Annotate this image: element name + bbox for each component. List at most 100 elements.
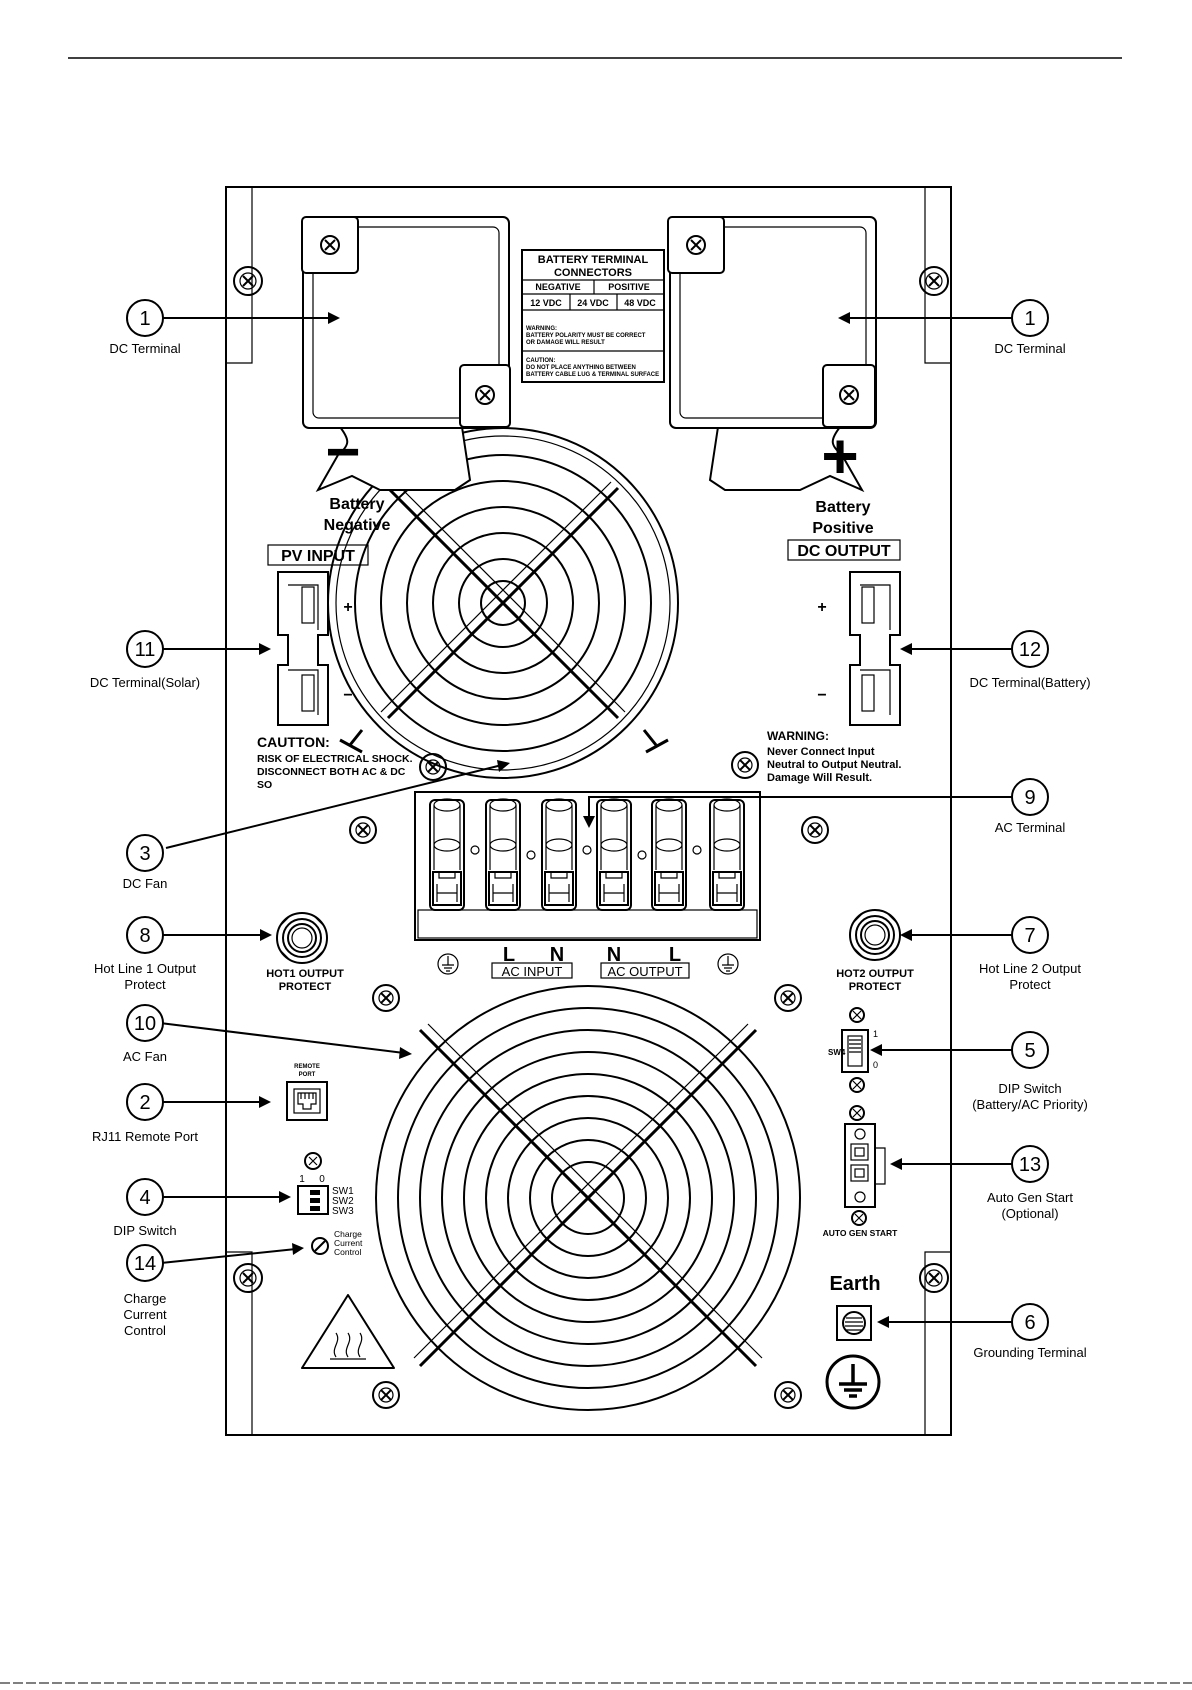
battery-label-warning-1: WARNING: [526,326,557,332]
charge-ctrl-label-3: Control [334,1247,362,1257]
battery-plus-mark: + [821,420,858,492]
pv-input-connector [277,571,329,726]
callout-bubble [126,630,164,668]
battery-minus-mark: − [325,418,360,485]
earth-grounding-terminal [836,1305,872,1341]
charge-ctrl-label-2: Current [334,1238,363,1248]
battery-label-caution-3: BATTERY CABLE LUG & TERMINAL SURFACE [526,372,659,378]
chassis [225,186,952,1436]
callout-bubble [1011,299,1049,337]
battery-negative-label-1: Battery [329,496,384,513]
pv-input-label: PV INPUT [281,548,355,565]
callout-label: DIP Switch [113,1223,176,1238]
battery-label-24vdc: 24 VDC [577,298,609,308]
dc-output-label: DC OUTPUT [797,543,891,560]
callout-1: 1DC Terminal [109,299,181,356]
callout-bubble [1011,778,1049,816]
screw [349,816,377,844]
pv-minus: − [343,687,352,704]
screw [851,1210,867,1226]
sw4-label: SW4 [828,1048,846,1057]
callout-label: RJ11 Remote Port [92,1129,198,1144]
dip-switch-sw1-3 [297,1185,329,1215]
callout-bubble [126,1244,164,1282]
battery-connector-label: BATTERY TERMINAL CONNECTORS NEGATIVE POS… [521,249,665,383]
battery-label-caution-1: CAUTION: [526,358,555,364]
callout-label: Protect [1009,977,1051,992]
ground-symbol [717,953,739,975]
warning-line-2: Neutral to Output Neutral. [767,759,901,771]
callout-label: DC Fan [123,876,168,891]
ac-output-n: N [607,944,621,966]
callout-label: Auto Gen Start [987,1190,1073,1205]
callout-bubble [126,1004,164,1042]
warning-line-1: Never Connect Input [767,746,875,758]
dc-output-plus: + [817,599,826,616]
ac-input-l: L [503,944,515,966]
screw [849,1077,865,1093]
battery-negative-terminal [301,216,511,493]
battery-negative-label-2: Negative [324,517,391,534]
callout-bubble [126,916,164,954]
battery-label-48vdc: 48 VDC [624,298,656,308]
screw [304,1152,322,1170]
screw [774,1381,802,1409]
callout-label: DC Terminal [994,341,1065,356]
callout-number: 1 [139,308,150,330]
callout-label: DIP Switch [998,1081,1061,1096]
dip-sw3: SW3 [332,1206,354,1217]
dip-sw1: SW1 [332,1186,354,1197]
charge-current-control-knob [311,1237,329,1255]
auto-gen-start-connector [844,1123,886,1208]
callout-number: 1 [1024,308,1035,330]
ac-terminal-block [414,791,761,941]
hot2-label-2: PROTECT [849,981,902,993]
earth-label: Earth [829,1273,880,1295]
screw [731,751,759,779]
battery-positive-terminal [667,216,877,493]
callout-number: 14 [134,1253,156,1275]
earth-symbol [825,1354,881,1410]
leader-lines [159,312,1013,1328]
caution-title: CAUTTON: [257,734,330,750]
dc-output-minus: − [817,687,826,704]
callout-bubble [126,1083,164,1121]
pv-input-box [267,544,369,566]
callout-label: Current [123,1307,167,1322]
callout-bubble [1011,916,1049,954]
callout-label: (Optional) [1001,1206,1058,1221]
ac-terminal-post [485,798,536,911]
callout-label: (Battery/AC Priority) [972,1097,1088,1112]
dip-switch-sw4 [841,1029,869,1073]
callout-label: AC Fan [123,1049,167,1064]
ac-output-label: AC OUTPUT [607,964,682,979]
callout-label: Charge [124,1291,167,1306]
callout-bubble [1011,630,1049,668]
dip-0-mark: 0 [319,1174,325,1185]
callout-number: 8 [139,925,150,947]
screw [233,1263,263,1293]
ac-terminal-post [541,798,592,911]
callout-number: 12 [1019,639,1041,661]
battery-positive-label-1: Battery [815,499,870,516]
caution-line-2: DISCONNECT BOTH AC & DC [257,766,406,778]
battery-label-negative: NEGATIVE [535,282,580,292]
ac-output-box [600,962,690,979]
callout-3: 3DC Fan [123,834,168,891]
callout-number: 4 [139,1187,150,1209]
screw [801,816,829,844]
dc-fan-grille [327,427,679,779]
callout-bubble [1011,1031,1049,1069]
pv-plus: + [343,599,352,616]
callout-bubble [126,834,164,872]
callout-12: 12 DC Terminal(Battery) [969,630,1091,690]
ac-fan-grille [375,985,801,1411]
callout-label: DC Terminal(Battery) [969,675,1090,690]
callout-label: Hot Line 2 Output [979,961,1081,976]
ac-terminal-post [596,798,647,911]
screw [919,1263,949,1293]
